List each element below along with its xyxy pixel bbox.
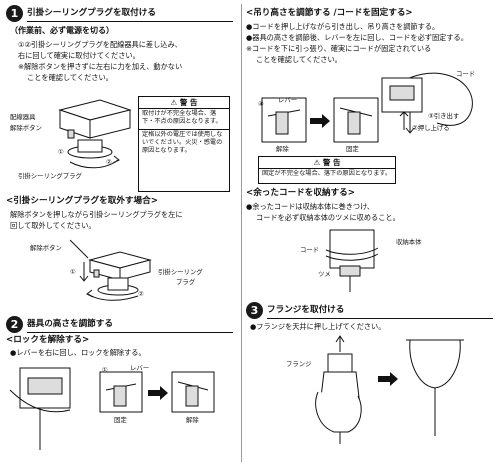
step-2-marker-1: ① [102, 366, 108, 374]
marker-2: ② [106, 158, 112, 166]
storage-text-1: ●余ったコードは収納本体に巻きつけ、 [246, 202, 375, 211]
warning-icon: ⚠ [313, 158, 321, 167]
label-fixture: 配線器具 [10, 113, 36, 121]
adjust-label-lever: レバー [278, 96, 298, 104]
storage-text-2: コードを必ず収納本体のツメに収めること。 [256, 213, 400, 222]
adjust-text-3: ※コードを下に引っ張り、確実にコードが固定されている [246, 44, 432, 53]
remove-title: <引掛シーリングプラグを取外す場合> [6, 196, 158, 206]
warning-text-1: 取付けが不完全な場合、落下・不点の原因となります。 [139, 109, 229, 130]
remove-label-release: 解除ボタン [30, 244, 62, 252]
cord-warning-text: 固定が不完全な場合、落下の原因となります。 [262, 170, 392, 177]
adjust-label-fixed: 固定 [346, 145, 359, 153]
adjust-text-2: ●器具の高さを調節後、レバーを左に回し、コードを必ず固定する。 [246, 33, 468, 42]
step-2-title: 器具の高さを調節する [27, 319, 113, 329]
column-divider [241, 4, 242, 462]
remove-marker-2: ② [138, 290, 144, 298]
step-3-badge: 3 [246, 302, 263, 319]
cord-storage-illustration [325, 229, 379, 292]
remove-text-1: 解除ボタンを押しながら引掛シーリングプラグを左に [10, 210, 183, 219]
step-1-subtitle: （作業前、必ず電源を切る） [10, 26, 114, 35]
adjust-title: <吊り高さを調節する /コードを固定する> [246, 8, 413, 18]
flange-label: フランジ [286, 360, 312, 368]
adjust-text-1: ●コードを押し上げながら引き出し、吊り高さを調節する。 [246, 22, 440, 31]
cord-adjust-illustration [261, 72, 473, 143]
label-plug: 引掛シーリングプラグ [18, 172, 82, 180]
step-3-title: フランジを取付ける [267, 305, 345, 315]
warning-icon: ⚠ [170, 98, 178, 107]
step-1-badge: 1 [6, 5, 23, 22]
step-2-label-fixed: 固定 [114, 416, 127, 424]
label-release-button: 解除ボタン [10, 124, 42, 132]
storage-label-tab: ツメ [318, 270, 331, 278]
flange-illustration [315, 335, 464, 444]
step-3-underline [267, 318, 493, 319]
warning-box-install: ⚠ 警 告 取付けが不完全な場合、落下・不点の原因となります。 定格以外の電圧で… [138, 96, 230, 192]
marker-1: ① [58, 148, 64, 156]
step-1-text-1: ①②引掛シーリングプラグを配線器具に差し込み、 [18, 40, 182, 49]
storage-label-cord: コード [300, 246, 320, 254]
step-2-label-release: 解除 [186, 416, 199, 424]
step-2-label-lever: レバー [130, 364, 150, 372]
remove-marker-1: ① [70, 268, 76, 276]
warning-text-2: 定格以外の電圧では使用しないでください。火災・感電の原因となります。 [142, 131, 223, 154]
cord-warning-title: ⚠ 警 告 [259, 157, 395, 169]
step-1-underline [27, 21, 233, 22]
warning-title: ⚠ 警 告 [139, 97, 229, 109]
lock-release-illustration [9, 367, 215, 450]
adjust-marker-4: ④ [258, 100, 264, 108]
warning-box-cord: ⚠ 警 告 固定が不完全な場合、落下の原因となります。 [258, 156, 396, 184]
adjust-label-release: 解除 [276, 145, 289, 153]
adjust-label-pull: ③引き出す [428, 112, 460, 120]
step-3-text: ●フランジを天井に押し上げてください。 [250, 322, 386, 331]
step-2-text: ●レバーを右に回し、ロックを解除する。 [10, 348, 146, 357]
step-2-badge: 2 [6, 316, 23, 333]
adjust-text-4: ことを確認してください。 [256, 55, 342, 64]
step-2-underline [27, 332, 233, 333]
adjust-label-cord: コード [456, 70, 476, 78]
ceiling-plug-install-illustration [58, 99, 132, 169]
storage-title: <余ったコードを収納する> [246, 188, 355, 198]
adjust-label-push: ②押し上げる [412, 124, 450, 132]
step-1-title: 引掛シーリングプラグを取付ける [27, 8, 156, 18]
step-2-subtitle: <ロックを解除する> [6, 335, 90, 345]
plug-remove-illustration [69, 239, 152, 301]
remove-label-plug-1: 引掛シーリング [158, 268, 203, 276]
remove-label-plug-2: プラグ [176, 278, 196, 286]
step-1-text-4: ことを確認してください。 [27, 73, 113, 82]
storage-label-body: 収納本体 [396, 238, 422, 246]
step-1-text-3: ※解除ボタンを押さずに左右に力を加え、動かない [18, 62, 183, 71]
step-1-text-2: 右に回して確実に取付けてください。 [18, 51, 140, 60]
remove-text-2: 回して取外してください。 [10, 221, 96, 230]
